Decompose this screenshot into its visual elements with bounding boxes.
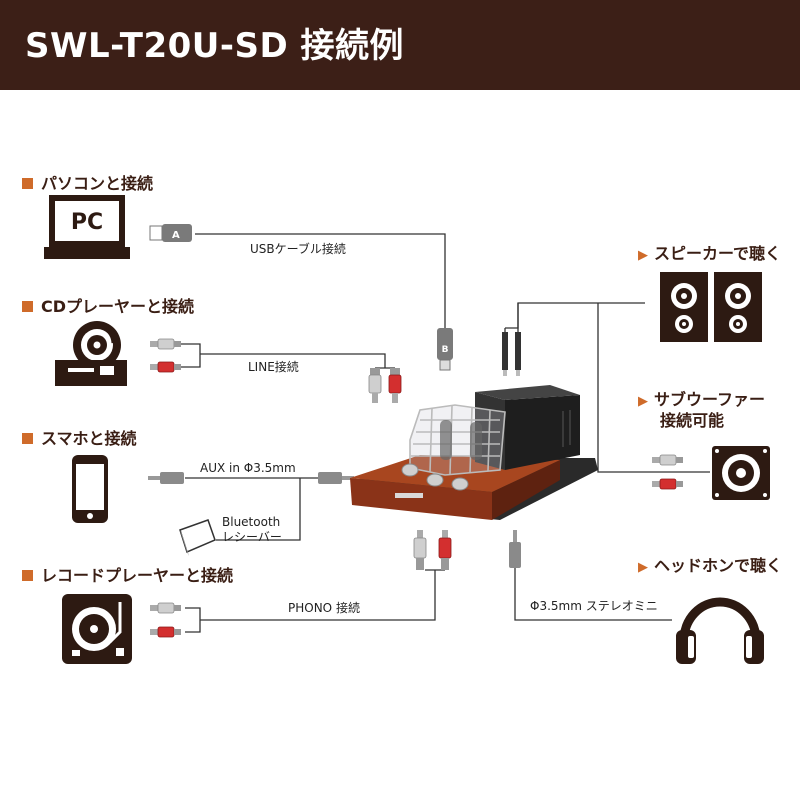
section-title-record-text: レコードプレーヤーと接続: [41, 566, 234, 585]
cd-rca-plugs-icon: [150, 338, 181, 373]
line-connection-label: LINE接続: [246, 360, 301, 374]
pc-screen-text: PC: [71, 210, 103, 235]
square-bullet-icon: [22, 178, 33, 189]
triangle-bullet-icon: ▶: [638, 560, 648, 575]
record-rca-plugs-icon: [150, 602, 181, 638]
section-title-cd: CDプレーヤーと接続: [22, 297, 194, 317]
section-title-subwoofer: ▶ サブウーファー: [638, 390, 765, 412]
record-player-icon: [62, 594, 132, 664]
bluetooth-label-line2: レシーバー: [222, 530, 282, 544]
usb-cable-label: USBケーブル接続: [248, 242, 348, 256]
aux-label: AUX in Φ3.5mm: [198, 461, 298, 475]
line-rca-plugs-icon: [368, 368, 402, 403]
section-title-record: レコードプレーヤーと接続: [22, 566, 233, 586]
aux-minijack-plugs-icon: [148, 472, 354, 484]
section-title-speaker: ▶ スピーカーで聴く: [638, 244, 781, 266]
triangle-bullet-icon: ▶: [638, 394, 648, 409]
headphones-icon: [676, 597, 764, 664]
square-bullet-icon: [22, 301, 33, 312]
bluetooth-receiver-icon: [179, 519, 216, 556]
usb-b-label: B: [442, 345, 449, 355]
header-bar: SWL-T20U-SD 接続例: [0, 0, 800, 90]
section-title-pc-text: パソコンと接続: [41, 174, 154, 193]
bluetooth-receiver-label: Bluetooth レシーバー: [220, 515, 284, 545]
section-title-pc: パソコンと接続: [22, 174, 153, 194]
section-title-smartphone-text: スマホと接続: [41, 429, 137, 448]
speakers-icon: [660, 272, 762, 342]
tube-amplifier-image: [350, 385, 598, 520]
cable-lines: [180, 233, 710, 633]
section-title-smartphone: スマホと接続: [22, 429, 137, 449]
usb-b-plug-icon: B: [437, 328, 453, 371]
subwoofer-icon: [712, 446, 770, 500]
phono-rca-plugs-icon: [413, 530, 452, 570]
subwoofer-rca-plugs-icon: [652, 454, 683, 490]
section-title-headphone: ▶ ヘッドホンで聴く: [638, 556, 782, 578]
headphone-minijack-plug-icon: [509, 530, 521, 568]
section-title-speaker-text: スピーカーで聴く: [654, 244, 782, 263]
section-title-subwoofer-text: サブウーファー: [654, 390, 766, 409]
section-title-subwoofer-sub: 接続可能: [660, 411, 725, 430]
triangle-bullet-icon: ▶: [638, 248, 648, 263]
section-title-headphone-text: ヘッドホンで聴く: [654, 556, 783, 575]
cd-player-icon: [55, 321, 127, 386]
bluetooth-label-line1: Bluetooth: [222, 515, 281, 529]
speaker-wire-plugs-icon: [502, 332, 521, 376]
page-title: SWL-T20U-SD 接続例: [25, 26, 405, 66]
section-title-cd-text: CDプレーヤーと接続: [41, 297, 195, 316]
usb-a-label: A: [172, 230, 180, 241]
pc-icon: PC: [44, 195, 130, 259]
usb-a-plug-icon: A: [149, 224, 192, 242]
phono-connection-label: PHONO 接続: [286, 601, 362, 615]
square-bullet-icon: [22, 570, 33, 581]
square-bullet-icon: [22, 433, 33, 444]
stereo-mini-label: Φ3.5mm ステレオミニ: [528, 599, 660, 613]
smartphone-icon: [72, 455, 108, 523]
